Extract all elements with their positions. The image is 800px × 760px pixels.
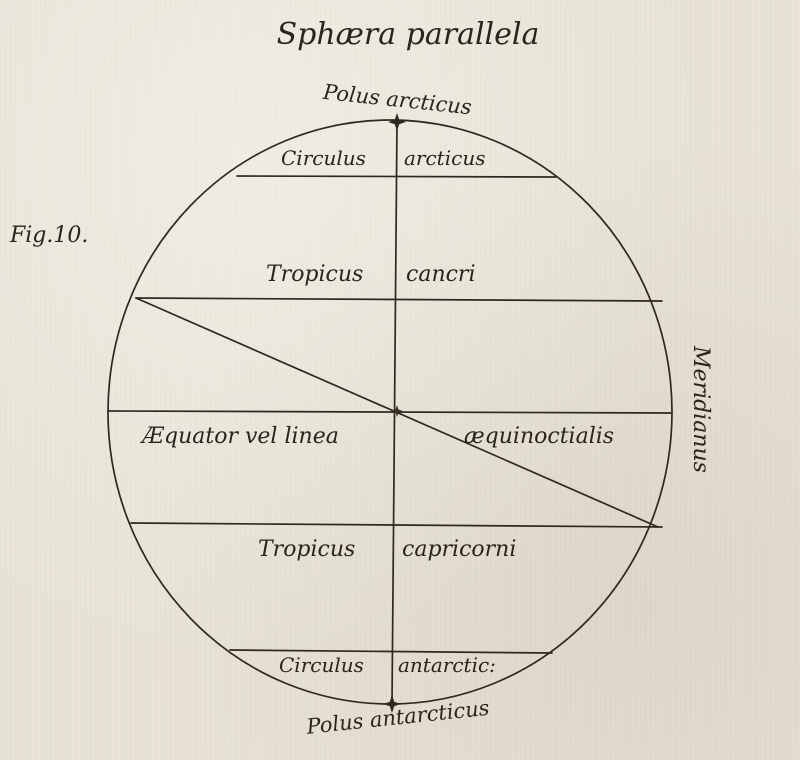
diagram-title: Sphæra parallela [277, 17, 540, 52]
meridian-label: Meridianus [688, 345, 713, 473]
equator-label-left: Æquator vel linea [140, 424, 339, 449]
equator-line [107, 410, 673, 414]
equator-label-right: æquinoctialis [464, 424, 614, 449]
antarctic-circle-label-right: antarctic: [398, 653, 496, 677]
tropic-of-capricorn-label-left: Tropicus [258, 537, 355, 562]
south-pole-label: Polus antarcticus [304, 696, 490, 739]
tropic-of-capricorn-label-right: capricorni [402, 537, 516, 562]
tropic-of-cancer-label-left: Tropicus [266, 262, 363, 287]
antarctic-circle-label-left: Circulus [279, 653, 364, 677]
antarctic-circle-line [229, 649, 553, 654]
arctic-circle-label-right: arcticus [404, 146, 485, 170]
tropic-of-cancer-line [135, 297, 663, 302]
south-pole-star-icon [383, 695, 401, 713]
tropic-of-cancer-label-right: cancri [406, 262, 475, 287]
tropic-of-capricorn-line [130, 522, 663, 528]
polar-axis [391, 121, 398, 705]
arctic-circle-label-left: Circulus [281, 146, 366, 170]
north-pole-star-icon [388, 113, 406, 131]
figure-number: Fig.10. [9, 223, 88, 248]
centre-star-icon [391, 405, 403, 417]
